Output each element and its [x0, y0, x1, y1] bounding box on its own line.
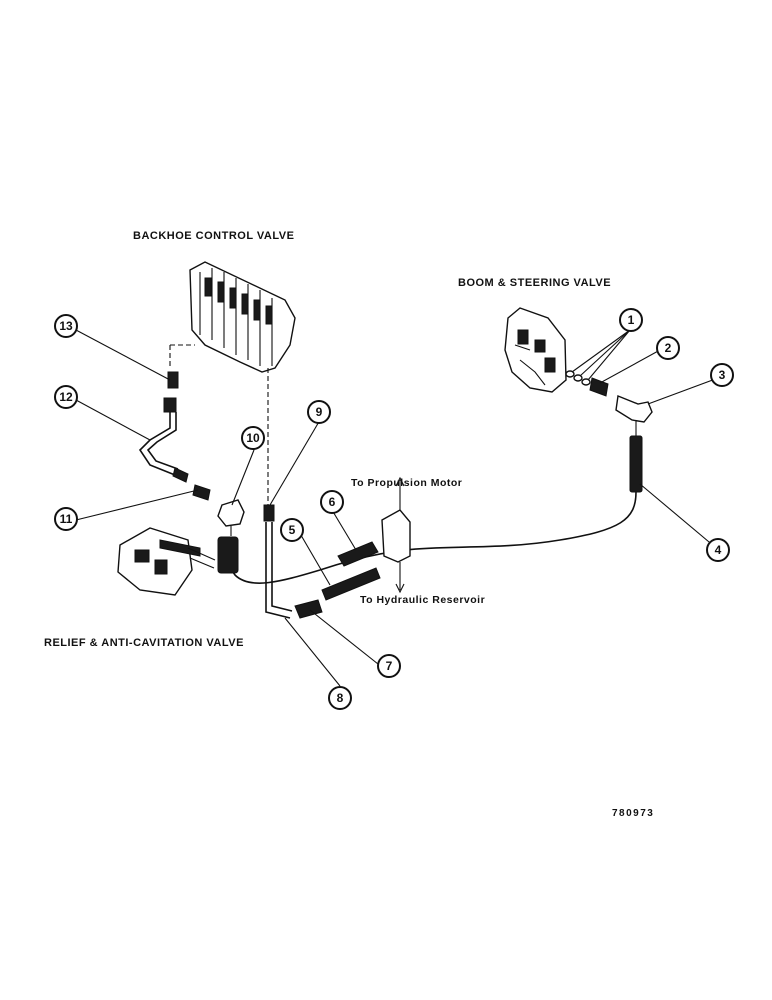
callout-9: 9	[307, 400, 331, 424]
backhoe-control-valve-title: BACKHOE CONTROL VALVE	[133, 230, 295, 242]
callout-3: 3	[710, 363, 734, 387]
backhoe-control-valve	[169, 261, 296, 505]
to-propulsion-motor-note: To Propulsion Motor	[351, 477, 463, 489]
hose-4	[229, 435, 643, 584]
tube-8	[263, 504, 293, 619]
callout-2: 2	[656, 336, 680, 360]
callout-11: 11	[54, 507, 78, 531]
callout-10: 10	[241, 426, 265, 450]
callout-7: 7	[377, 654, 401, 678]
callout-13: 13	[54, 314, 78, 338]
callout-6: 6	[320, 490, 344, 514]
callout-8: 8	[328, 686, 352, 710]
leader-lines	[75, 329, 719, 687]
drawing-number: 780973	[612, 808, 655, 819]
boom-steering-valve-title: BOOM & STEERING VALVE	[458, 277, 612, 289]
callout-12: 12	[54, 385, 78, 409]
fittings-5-6-7	[294, 476, 411, 619]
tube-12	[138, 371, 189, 483]
callout-1: 1	[619, 308, 643, 332]
boom-steering-valve	[504, 307, 567, 393]
boom-valve-fittings	[565, 370, 653, 436]
fitting-11-tee-10	[192, 484, 245, 574]
callout-4: 4	[706, 538, 730, 562]
to-hydraulic-reservoir-note: To Hydraulic Reservoir	[360, 594, 486, 606]
relief-anti-cavitation-valve	[117, 527, 216, 596]
callout-5: 5	[280, 518, 304, 542]
relief-anti-cavitation-valve-title: RELIEF & ANTI-CAVITATION VALVE	[44, 637, 244, 649]
